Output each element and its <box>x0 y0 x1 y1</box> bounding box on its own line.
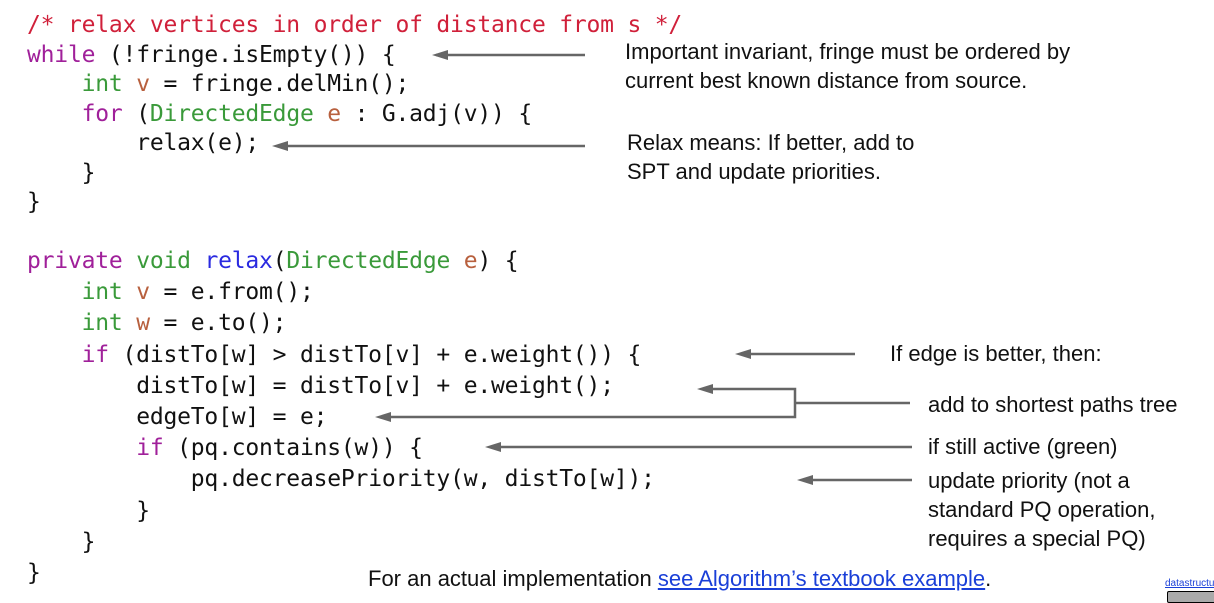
cc-license-badge-icon <box>1167 591 1214 603</box>
variable: v <box>122 279 150 306</box>
arrow-update-priority-head <box>797 475 813 485</box>
code-text: } <box>27 189 41 215</box>
credit-link[interactable]: datastructu <box>1165 578 1214 589</box>
keyword: if <box>136 435 164 462</box>
note-still-active: if still active (green) <box>928 434 1118 459</box>
code-text: = e.from(); <box>149 279 314 306</box>
code-text: relax(e); <box>136 130 260 156</box>
keyword: private <box>27 248 123 274</box>
variable: w <box>122 310 150 337</box>
arrow-still-active-head <box>485 442 501 452</box>
code-text: (pq.contains(w)) { <box>163 435 423 462</box>
code-text: } <box>81 159 96 186</box>
function-name: relax <box>204 248 273 274</box>
code-text: } <box>81 528 96 555</box>
code-text: = fringe.delMin(); <box>149 71 410 97</box>
arrow-invariant-head <box>432 50 448 60</box>
code-text: distTo[w] = distTo[v] + e.weight(); <box>136 372 614 399</box>
variable: v <box>122 71 150 97</box>
type: DirectedEdge <box>286 248 451 274</box>
type: int <box>81 279 123 306</box>
keyword: if <box>81 341 109 368</box>
note-add-spt: add to shortest paths tree <box>928 392 1178 417</box>
footer-text: For an actual implementation see Algorit… <box>368 566 991 592</box>
code-text: : G.adj(v)) { <box>340 100 533 127</box>
code-text: } <box>136 497 150 524</box>
code-text: = e.to(); <box>149 310 287 337</box>
code-text: pq.decreasePriority(w, distTo[w]); <box>190 466 655 493</box>
arrow-edgeto-head <box>375 412 391 422</box>
code-text: ) { <box>477 248 519 274</box>
type: int <box>81 310 123 337</box>
footer-prefix: For an actual implementation <box>368 566 658 591</box>
code-text: } <box>27 560 41 587</box>
type: DirectedEdge <box>149 100 314 127</box>
arrow-distto-head <box>697 384 713 394</box>
type: int <box>81 71 123 97</box>
keyword: for <box>81 100 123 127</box>
code-block-loop: /* relax vertices in order of distance f… <box>27 12 683 215</box>
note-invariant: Important invariant, fringe must be orde… <box>625 39 1071 93</box>
note-edge-better: If edge is better, then: <box>890 341 1102 366</box>
textbook-example-link[interactable]: see Algorithm’s textbook example <box>657 566 986 591</box>
footer-suffix: . <box>985 566 992 591</box>
code-comment: /* relax vertices in order of distance f… <box>27 12 683 38</box>
variable: e <box>463 248 478 274</box>
arrow-relax-head <box>272 141 288 151</box>
code-block-relax: private void relax(DirectedEdge e) { int… <box>27 248 655 587</box>
variable: e <box>313 100 341 127</box>
bracket-add-spt <box>388 387 910 419</box>
code-text: (!fringe.isEmpty()) { <box>95 41 396 68</box>
note-relax-means: Relax means: If better, add to SPT and u… <box>627 130 915 184</box>
arrow-edge-better-head <box>735 349 751 359</box>
code-text: edgeTo[w] = e; <box>136 404 328 431</box>
keyword: while <box>27 41 96 68</box>
code-text: (distTo[w] > distTo[v] + e.weight()) { <box>108 341 642 368</box>
note-update-priority: update priority (not a standard PQ opera… <box>928 468 1156 551</box>
type: void <box>136 248 191 274</box>
